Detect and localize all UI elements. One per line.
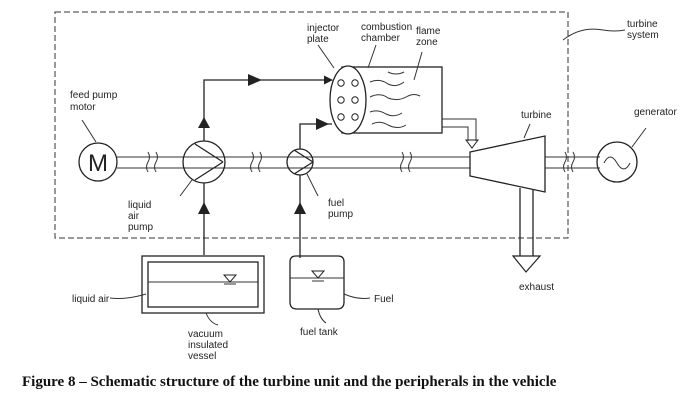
feed-pump-motor-label-2: motor <box>70 102 96 113</box>
flame-zone-label-1: flame <box>416 26 441 37</box>
exhaust-label: exhaust <box>519 282 554 293</box>
liquid-air-pump <box>183 141 225 183</box>
fuel-pump <box>287 149 313 175</box>
vacuum-vessel-label-2: insulated <box>188 340 228 351</box>
vacuum-vessel-label-1: vacuum <box>188 329 223 340</box>
turbine-schematic: M feed pump motor liquid air pump fuel p… <box>0 0 700 370</box>
fuel-pump-label-1: fuel <box>328 198 344 209</box>
figure-caption: Figure 8 – Schematic structure of the tu… <box>22 374 692 391</box>
injector-plate-label-1: injector <box>307 23 340 34</box>
feed-pump-motor-label-1: feed pump <box>70 90 118 101</box>
flame-lines <box>370 72 420 128</box>
fuel-label: Fuel <box>374 294 393 305</box>
exhaust-arrow <box>513 256 540 272</box>
liquid-air-pump-label-3: pump <box>128 222 153 233</box>
combustion-chamber-label-2: chamber <box>361 33 401 44</box>
flame-zone-label-2: zone <box>416 37 438 48</box>
turbine-system-label-1: turbine <box>627 19 658 30</box>
fuel-tank-label: fuel tank <box>300 327 339 338</box>
vacuum-vessel-label-3: vessel <box>188 351 216 362</box>
turbine-symbol <box>470 136 545 192</box>
injector-plate-label-2: plate <box>307 34 329 45</box>
liquid-air-pump-label-2: air <box>128 211 140 222</box>
injector-plate <box>330 66 366 134</box>
fuel-tank <box>290 256 344 309</box>
liquid-air-pump-label-1: liquid <box>128 200 151 211</box>
motor-label: M <box>88 150 108 177</box>
fuel-pump-label-2: pump <box>328 209 353 220</box>
generator-label: generator <box>634 107 677 118</box>
main-shaft <box>117 152 600 172</box>
vacuum-insulated-vessel <box>142 256 264 313</box>
air-line <box>204 80 332 141</box>
exhaust-pipe <box>520 188 533 256</box>
hot-gas-path <box>442 119 476 141</box>
turbine-label: turbine <box>521 110 552 121</box>
turbine-system-label-2: system <box>627 30 659 41</box>
combustion-chamber-label-1: combustion <box>361 22 412 33</box>
generator-symbol <box>597 142 637 182</box>
liquid-air-label: liquid air <box>72 294 110 305</box>
